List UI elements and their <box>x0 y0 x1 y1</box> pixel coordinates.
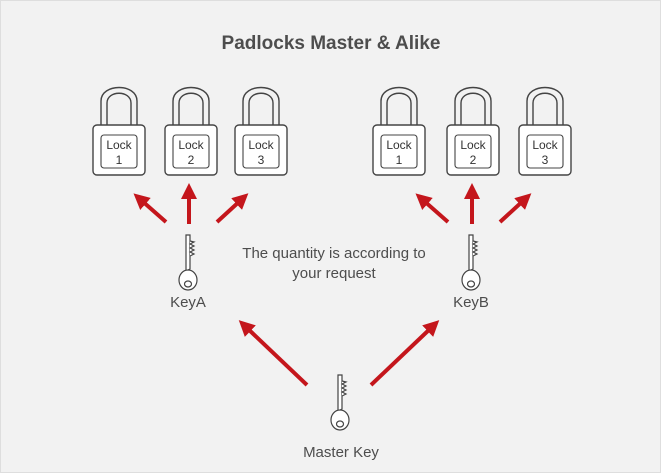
lock-number: 2 <box>470 153 477 167</box>
arrow-master-to-a <box>238 320 309 387</box>
lock-window <box>242 134 280 169</box>
key-icon <box>185 234 191 272</box>
arrow-a-1 <box>133 193 168 224</box>
arrows-key-b <box>415 183 532 224</box>
lock-number: 2 <box>188 153 195 167</box>
key-b-label: KeyB <box>453 294 489 311</box>
arrow-master-to-b <box>369 320 440 387</box>
master-key <box>330 374 350 431</box>
lock-label: Lock <box>248 138 274 152</box>
shackle-icon <box>526 86 564 125</box>
arrows-master <box>238 320 440 387</box>
key-a-label: KeyA <box>170 294 206 311</box>
shackle-icon <box>242 86 280 125</box>
key-b <box>461 234 481 291</box>
lock-window <box>526 134 564 169</box>
lock-label: Lock <box>532 138 558 152</box>
master-key-label: Master Key <box>303 444 379 461</box>
group-a-locks: Lock 1 Lock 2 Lock 3 <box>92 86 288 176</box>
arrows-key-a <box>133 183 249 224</box>
key-a <box>178 234 198 291</box>
shackle-icon <box>100 86 138 125</box>
key-icon <box>468 234 474 272</box>
lock-a-2: Lock 2 <box>164 86 218 176</box>
lock-window <box>454 134 492 169</box>
arrow-b-3 <box>498 193 532 224</box>
lock-b-3: Lock 3 <box>518 86 572 176</box>
lock-number: 3 <box>258 153 265 167</box>
lock-window <box>380 134 418 169</box>
lock-b-2: Lock 2 <box>446 86 500 176</box>
lock-number: 1 <box>396 153 403 167</box>
lock-b-1: Lock 1 <box>372 86 426 176</box>
lock-label: Lock <box>106 138 132 152</box>
lock-label: Lock <box>386 138 412 152</box>
lock-a-1: Lock 1 <box>92 86 146 176</box>
lock-number: 3 <box>542 153 549 167</box>
lock-window <box>100 134 138 169</box>
diagram-title: Padlocks Master & Alike <box>222 33 441 54</box>
arrow-b-1 <box>415 193 450 224</box>
caption-line-1: The quantity is according to <box>242 245 425 262</box>
lock-a-3: Lock 3 <box>234 86 288 176</box>
caption-line-2: your request <box>292 265 376 282</box>
shackle-icon <box>380 86 418 125</box>
lock-number: 1 <box>116 153 123 167</box>
lock-label: Lock <box>460 138 486 152</box>
shackle-icon <box>172 86 210 125</box>
lock-window <box>172 134 210 169</box>
key-icon <box>337 374 343 412</box>
lock-label: Lock <box>178 138 204 152</box>
arrow-a-3 <box>215 193 249 224</box>
shackle-icon <box>454 86 492 125</box>
group-b-locks: Lock 1 Lock 2 Lock 3 <box>372 86 572 176</box>
